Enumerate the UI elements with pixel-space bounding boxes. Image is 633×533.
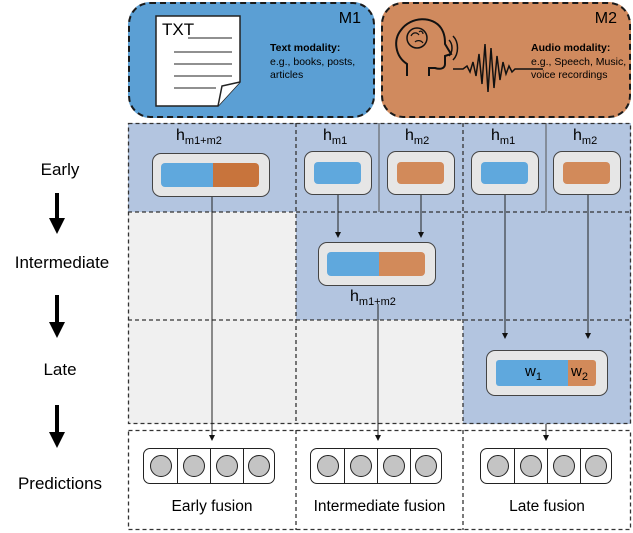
- early-prediction-vector: [143, 448, 275, 484]
- pred-node: [150, 455, 172, 477]
- late-w1-segment: [496, 360, 568, 386]
- intermediate-fusion-label: Intermediate fusion: [313, 498, 446, 515]
- late-h-m1-label: hm1: [491, 127, 516, 148]
- stage-early: Early: [40, 160, 80, 179]
- mid-fused-text-segment: [327, 252, 379, 276]
- pred-node: [520, 455, 542, 477]
- mid-h-m2-label: hm2: [405, 127, 430, 148]
- modality-m1-tag: M1: [338, 10, 361, 27]
- late-m1-segment: [481, 162, 528, 184]
- modality-text-card: TXT M1 Text modality: e.g., books, posts…: [128, 2, 375, 118]
- mid-h-m1-label: hm1: [323, 127, 348, 148]
- pred-node: [350, 455, 372, 477]
- mid-m2-embedding: [387, 151, 455, 195]
- pred-node: [585, 455, 607, 477]
- document-icon-label: TXT: [162, 20, 195, 39]
- mid-fused-h-label: hm1+m2: [350, 288, 396, 309]
- modality-m2-desc-2: voice recordings: [531, 69, 608, 81]
- late-weighted-embedding: w1 w2: [486, 350, 608, 396]
- mid-m1-segment: [314, 162, 361, 184]
- modality-m2-desc-1: e.g., Speech, Music,: [531, 56, 627, 68]
- modality-m1-desc-1: e.g., books, posts,: [270, 56, 356, 68]
- early-h-label: hm1+m2: [176, 127, 222, 148]
- intermediate-late-cell: [463, 212, 631, 320]
- late-m1-embedding: [471, 151, 539, 195]
- stage-predictions: Predictions: [17, 474, 103, 493]
- early-text-segment: [161, 163, 213, 187]
- stage-arrows: [49, 193, 65, 448]
- pred-node: [248, 455, 270, 477]
- modality-m1-title: Text modality:: [270, 42, 341, 54]
- mid-fused-embedding: [318, 242, 436, 286]
- late-prediction-vector: [480, 448, 612, 484]
- late-w2-label: w2: [571, 363, 588, 383]
- late-h-m2-label: hm2: [573, 127, 598, 148]
- pred-node: [553, 455, 575, 477]
- document-icon: [155, 15, 241, 107]
- late-w1-label: w1: [525, 363, 542, 383]
- pred-node: [216, 455, 238, 477]
- early-fusion-label: Early fusion: [171, 498, 253, 515]
- modality-m1-desc-2: articles: [270, 69, 304, 81]
- pred-node: [487, 455, 509, 477]
- late-mid-cell: [296, 320, 463, 424]
- early-fused-embedding: [152, 153, 270, 197]
- late-w2-segment: [568, 360, 596, 386]
- waveform-icon: [453, 43, 543, 93]
- mid-fused-audio-segment: [379, 252, 425, 276]
- late-m2-embedding: [553, 151, 621, 195]
- modality-m2-title: Audio modality:: [531, 42, 611, 54]
- stage-late: Late: [43, 360, 77, 379]
- pred-node: [183, 455, 205, 477]
- pred-node: [383, 455, 405, 477]
- mid-m1-embedding: [304, 151, 372, 195]
- pred-node: [317, 455, 339, 477]
- late-m2-segment: [563, 162, 610, 184]
- mid-prediction-vector: [310, 448, 442, 484]
- head-brain-icon: [395, 18, 459, 76]
- stage-intermediate: Intermediate: [14, 253, 110, 272]
- late-fusion-label: Late fusion: [509, 498, 585, 515]
- mid-m2-segment: [397, 162, 444, 184]
- early-audio-segment: [213, 163, 259, 187]
- pred-node: [415, 455, 437, 477]
- modality-m2-tag: M2: [594, 10, 617, 27]
- modality-audio-card: M2 Audio modality: e.g., Speech, Music, …: [381, 2, 631, 118]
